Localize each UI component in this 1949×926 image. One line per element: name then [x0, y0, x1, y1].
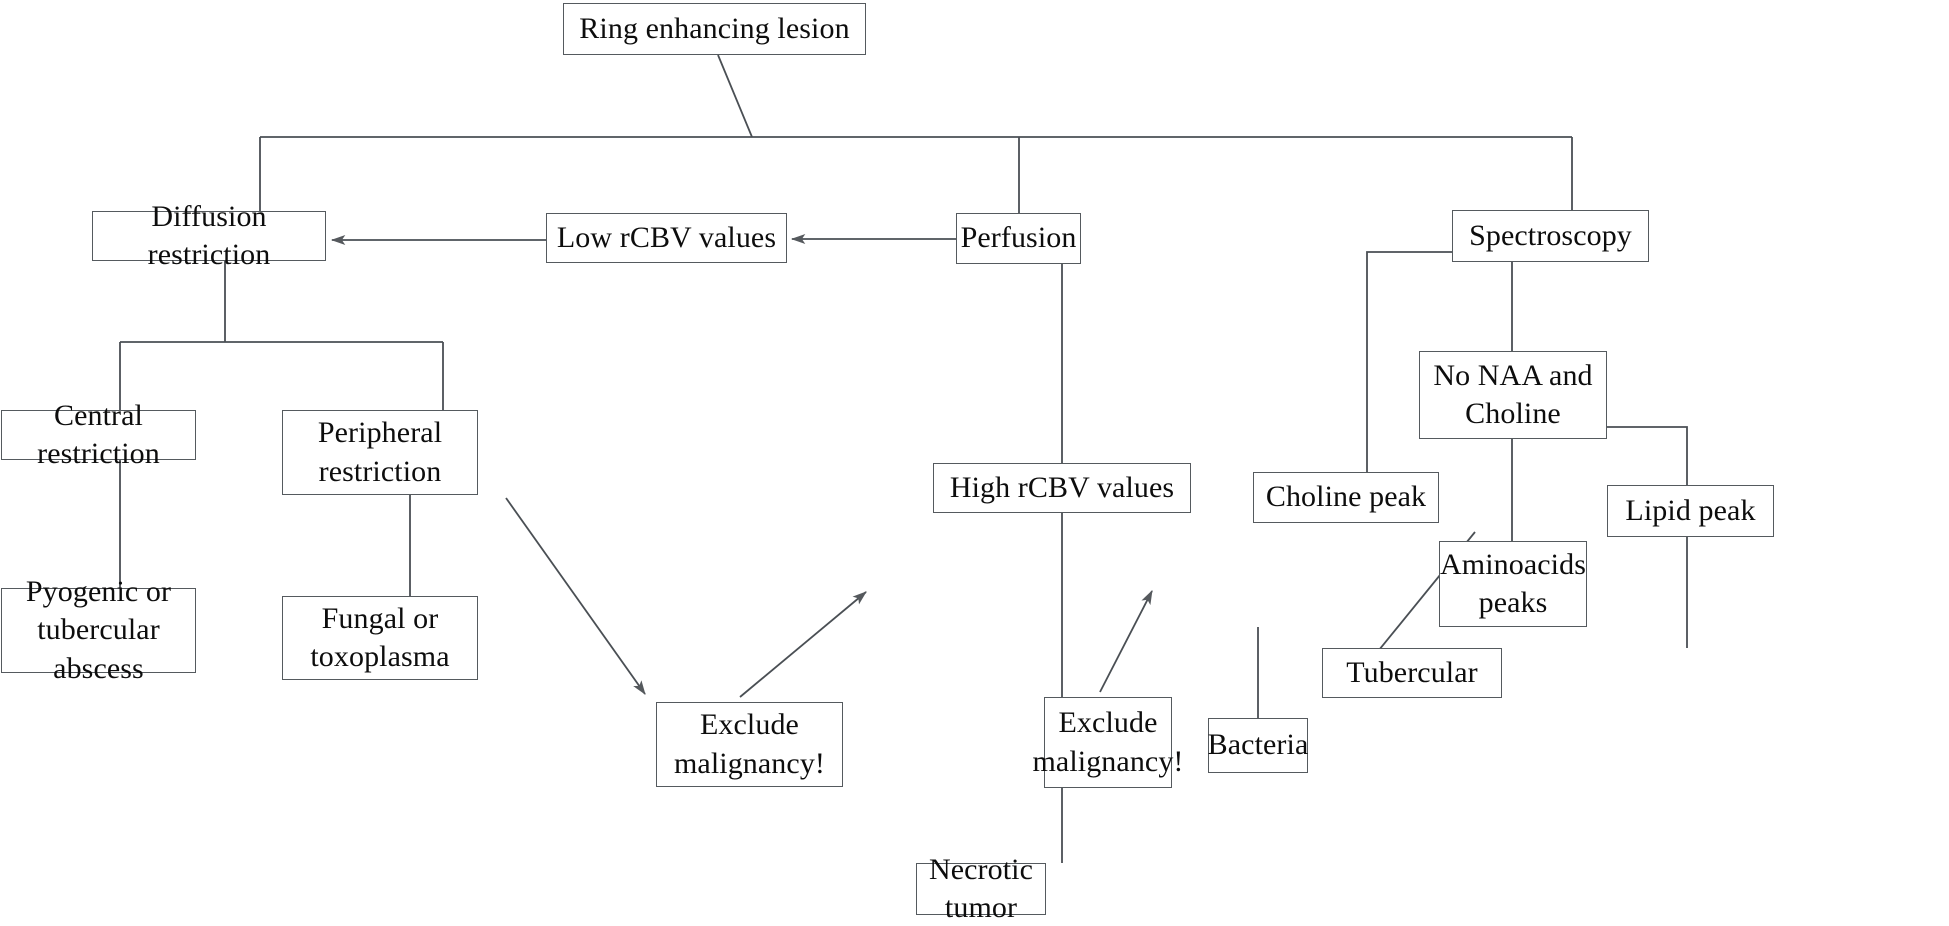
edge-exclude-left-to-high: [739, 591, 867, 698]
node-exclude_right[interactable]: Exclude malignancy!: [1032, 697, 1183, 788]
node-fungal[interactable]: Fungal or toxoplasma: [282, 596, 478, 680]
edge-exclude-right-to-high: [1099, 590, 1153, 693]
node-spectroscopy[interactable]: Spectroscopy: [1452, 210, 1649, 262]
node-perfusion[interactable]: Perfusion: [956, 213, 1081, 264]
edge-ring-to-bus: [717, 54, 753, 138]
node-bacteria[interactable]: Bacteria: [1208, 718, 1308, 773]
node-pyogenic[interactable]: Pyogenic or tubercular abscess: [1, 575, 196, 685]
node-choline_peak[interactable]: Choline peak: [1253, 472, 1439, 523]
node-diffusion[interactable]: Diffusion restriction: [92, 200, 326, 271]
node-ring[interactable]: Ring enhancing lesion: [563, 3, 866, 55]
node-aminoacids[interactable]: Aminoacids peaks: [1439, 541, 1587, 627]
node-necrotic[interactable]: Necrotic tumor: [916, 853, 1046, 924]
node-low_rcbv[interactable]: Low rCBV values: [546, 213, 787, 263]
node-peripheral[interactable]: Peripheral restriction: [282, 410, 478, 495]
node-high_rcbv[interactable]: High rCBV values: [933, 463, 1191, 513]
node-no_naa[interactable]: No NAA and Choline: [1419, 351, 1607, 439]
edge-spectroscopy-elbow: [1366, 251, 1452, 472]
node-tubercular[interactable]: Tubercular: [1322, 648, 1502, 698]
edge-peripheral-to-exclude: [505, 497, 646, 695]
node-central[interactable]: Central restriction: [1, 399, 196, 470]
node-exclude_left[interactable]: Exclude malignancy!: [656, 702, 843, 787]
edge-no-naa-to-lipid: [1607, 426, 1688, 485]
node-lipid_peak[interactable]: Lipid peak: [1607, 485, 1774, 537]
